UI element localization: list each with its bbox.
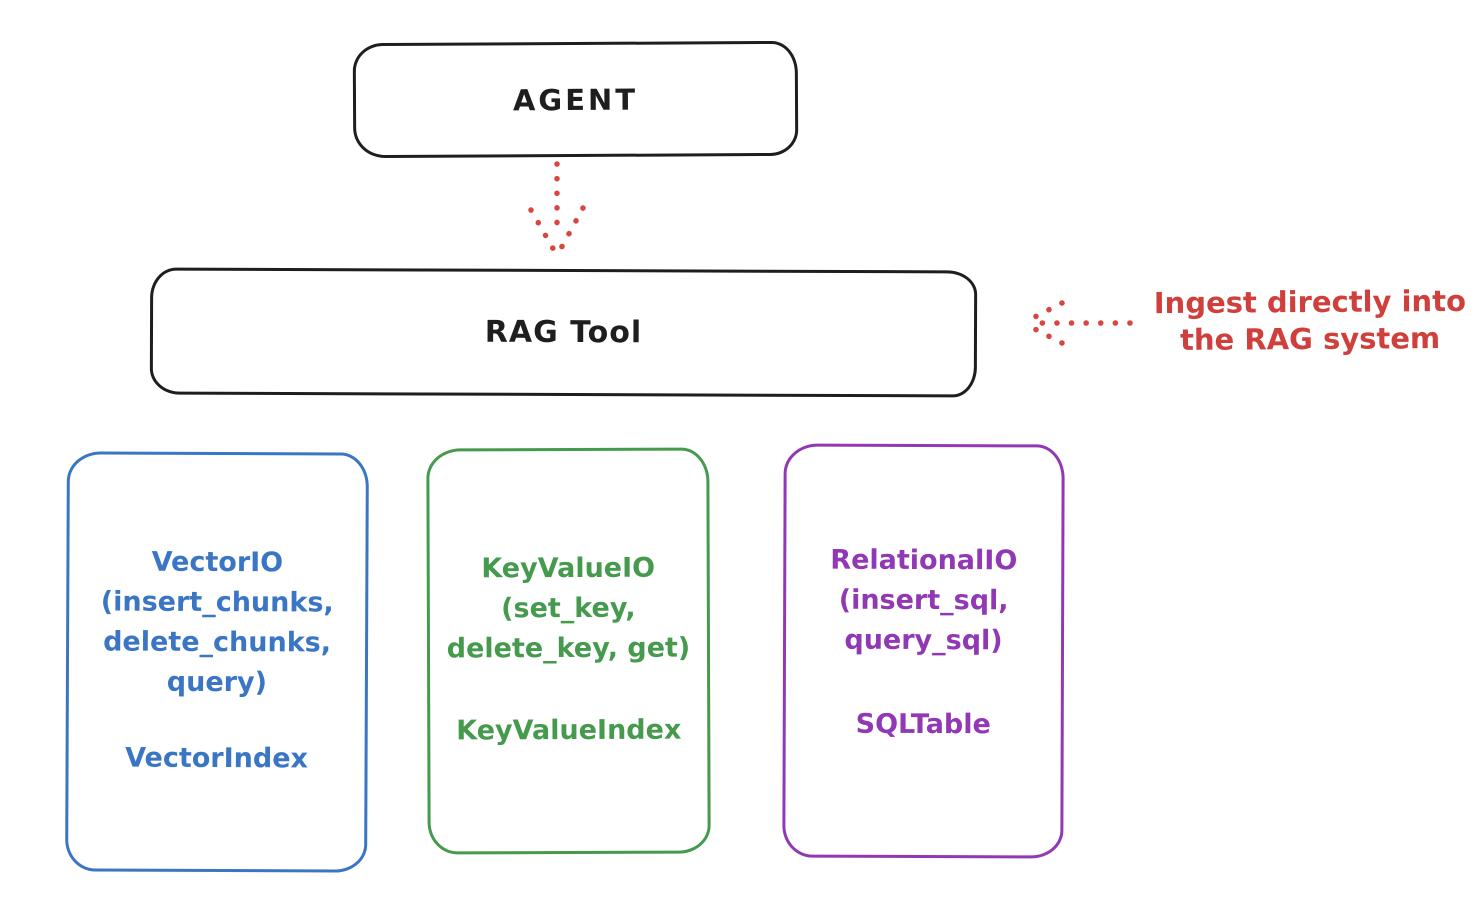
annotation-ingest-note: Ingest directly into the RAG system — [1136, 283, 1484, 359]
vector-io-line: VectorIO — [151, 546, 284, 579]
node-agent-label: AGENT — [512, 82, 639, 117]
relational-io-line: (insert_sql, — [838, 584, 1009, 617]
dotted-arrow-down-icon — [528, 161, 586, 255]
vector-index-label: VectorIndex — [125, 742, 309, 775]
relational-io-line: query_sql) — [844, 624, 1003, 657]
key-value-index-label: KeyValueIndex — [456, 714, 682, 747]
key-value-io-line: (set_key, — [501, 592, 636, 625]
node-relational-io: RelationalIO (insert_sql, query_sql) SQL… — [782, 443, 1065, 859]
node-key-value-io: KeyValueIO (set_key, delete_key, get) Ke… — [426, 447, 711, 855]
key-value-io-line: delete_key, get) — [446, 632, 691, 665]
annotation-line: Ingest directly into — [1153, 283, 1467, 321]
vector-io-line: query) — [166, 666, 268, 699]
node-rag-tool: RAG Tool — [149, 267, 978, 398]
key-value-io-line: KeyValueIO — [481, 552, 656, 585]
sql-table-label: SQLTable — [855, 708, 991, 741]
annotation-line: the RAG system — [1179, 321, 1441, 357]
vector-io-line: delete_chunks, — [103, 626, 332, 659]
node-agent: AGENT — [352, 40, 799, 159]
node-rag-tool-label: RAG Tool — [484, 314, 643, 351]
node-vector-io: VectorIO (insert_chunks, delete_chunks, … — [65, 451, 369, 873]
relational-io-line: RelationalIO — [830, 544, 1018, 577]
dotted-arrow-left-icon — [1022, 300, 1133, 346]
vector-io-line: (insert_chunks, — [100, 586, 334, 619]
